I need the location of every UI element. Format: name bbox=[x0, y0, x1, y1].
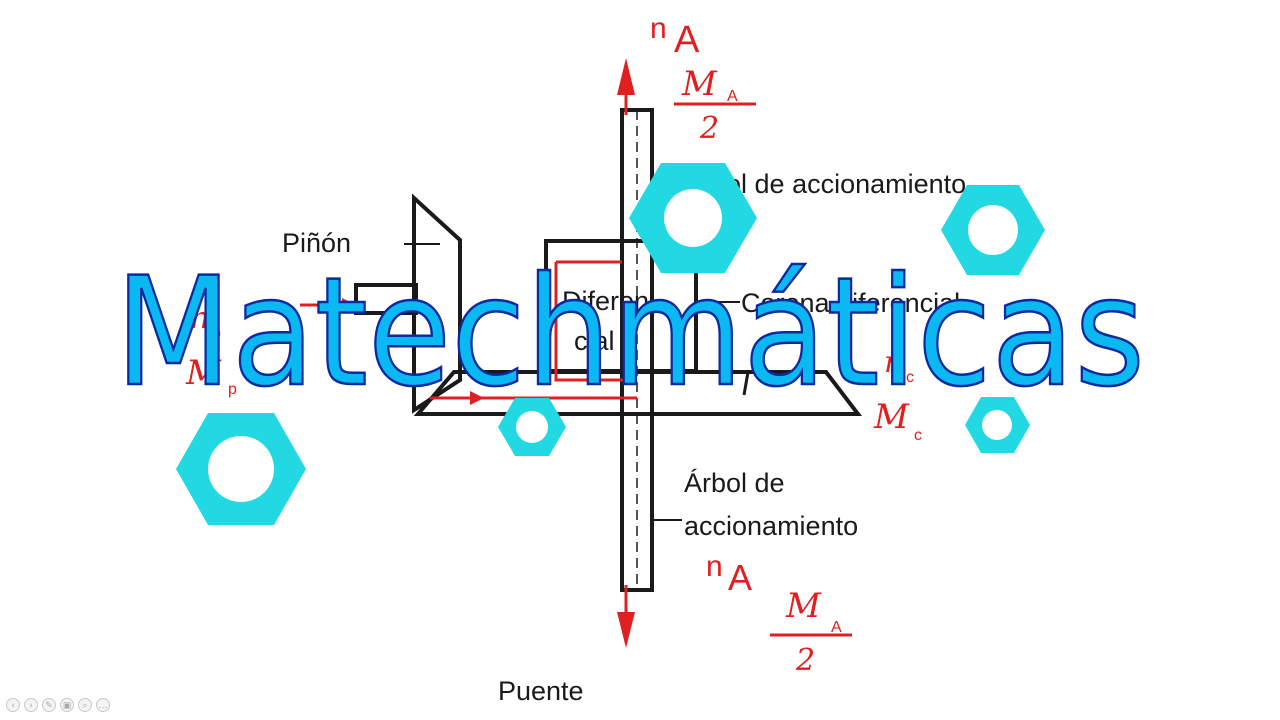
previous-slide-button[interactable]: ‹ bbox=[6, 698, 20, 712]
drive-shaft bbox=[620, 108, 654, 592]
Mp-sub: p bbox=[228, 381, 237, 398]
symbol-nA-top: n A bbox=[650, 12, 700, 61]
torque-arrow-head bbox=[470, 391, 484, 405]
pinion-input-head bbox=[342, 298, 356, 312]
hex-nut-top-right bbox=[941, 185, 1045, 275]
bottom-arrow-head bbox=[617, 612, 635, 648]
label-diferencial-2: cial bbox=[574, 326, 615, 356]
hex-nut-small-right bbox=[965, 397, 1030, 453]
symbol-nA-bottom: n A bbox=[706, 550, 752, 598]
zoom-button[interactable]: ⌕ bbox=[78, 698, 92, 712]
label-pinion: Piñón bbox=[282, 228, 351, 258]
Mc-sub: c bbox=[914, 427, 922, 444]
symbol-Mc: M c bbox=[873, 397, 922, 444]
MA-bottom-den: 2 bbox=[795, 643, 815, 678]
label-arbol-bottom-2: accionamiento bbox=[684, 511, 858, 541]
label-puente: Puente bbox=[498, 676, 584, 706]
shaft-arrows bbox=[617, 58, 635, 648]
pen-tool-button[interactable]: ✎ bbox=[42, 698, 56, 712]
label-arbol-bottom-1: Árbol de bbox=[684, 468, 785, 498]
next-slide-button[interactable]: › bbox=[24, 698, 38, 712]
MA-top-M: M bbox=[681, 64, 718, 104]
more-options-button[interactable]: … bbox=[96, 698, 110, 712]
MA-bottom-M: M bbox=[785, 586, 822, 626]
label-diferencial-1: Diferen bbox=[562, 286, 649, 316]
MA-top-sub: A bbox=[727, 88, 738, 105]
top-arrow-head bbox=[617, 58, 635, 95]
symbol-MA-bottom: M A 2 bbox=[770, 586, 852, 678]
torque-path-upper bbox=[554, 262, 637, 382]
nA-top-n: n bbox=[650, 12, 667, 45]
see-all-slides-button[interactable]: ▣ bbox=[60, 698, 74, 712]
hex-nut-large-top bbox=[629, 163, 757, 273]
symbol-nc: n c bbox=[884, 345, 914, 386]
pinion-shaft bbox=[354, 283, 418, 315]
presentation-controls: ‹ › ✎ ▣ ⌕ … bbox=[6, 698, 110, 716]
nc-n: n bbox=[884, 345, 903, 380]
nA-bottom-n: n bbox=[706, 550, 723, 583]
ring-gear-body bbox=[413, 370, 863, 416]
pinion-body bbox=[412, 193, 462, 414]
np-sub: p bbox=[212, 325, 221, 342]
Mc-M: M bbox=[873, 397, 910, 437]
symbol-Mp: M p bbox=[185, 353, 237, 398]
MA-bottom-sub: A bbox=[831, 619, 842, 636]
nA-top-sub: A bbox=[674, 19, 700, 61]
nc-sub: c bbox=[906, 369, 914, 386]
ring-gear-tick bbox=[742, 371, 750, 396]
hex-nut-small-center bbox=[498, 398, 566, 456]
nA-bottom-sub: A bbox=[728, 557, 752, 598]
symbol-MA-top: M A 2 bbox=[674, 64, 756, 146]
Mp-M: M bbox=[185, 353, 222, 393]
title-overlay: Matechmáticas bbox=[115, 246, 1145, 420]
ring-gear bbox=[413, 301, 863, 416]
pinion-gear bbox=[354, 193, 462, 414]
hex-nut-left bbox=[176, 413, 306, 525]
label-corona: Corona diferencial bbox=[741, 288, 960, 318]
np-n: n bbox=[190, 301, 209, 336]
MA-top-den: 2 bbox=[699, 111, 719, 146]
symbol-np: n p bbox=[190, 301, 221, 342]
